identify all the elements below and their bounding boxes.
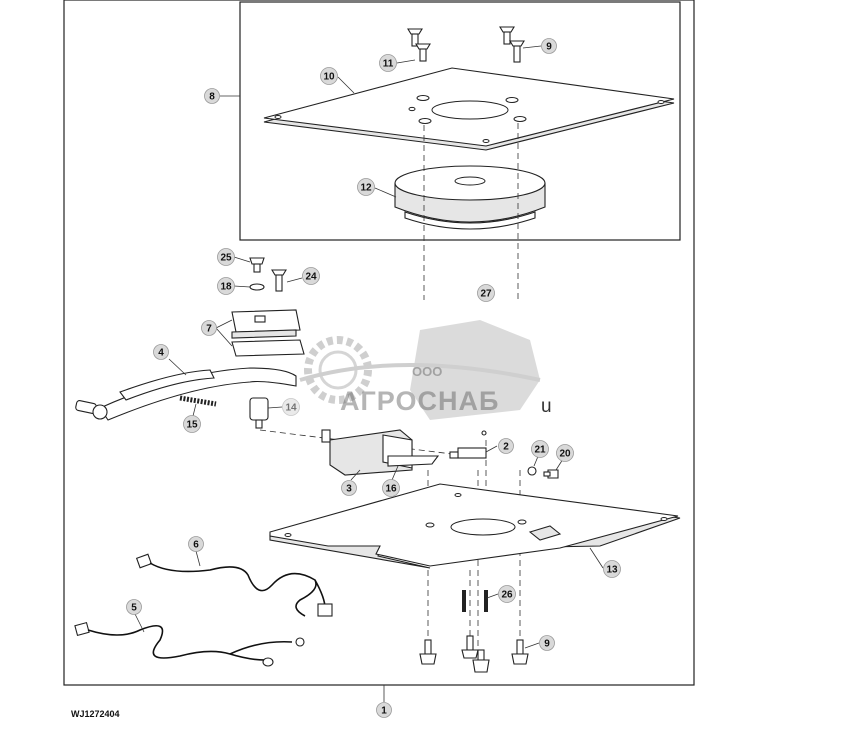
- callout-26: 26: [498, 585, 516, 603]
- spring-and-sensor: [179, 395, 269, 429]
- callout-label: 21: [534, 445, 546, 456]
- callout-8: 8: [204, 88, 220, 104]
- top-screws: [407, 26, 525, 63]
- callout-label: 7: [206, 324, 212, 335]
- callout-label: 20: [559, 449, 571, 460]
- callout-label: 1: [381, 706, 387, 717]
- callout-label: 5: [131, 603, 137, 614]
- callout-15: 15: [183, 415, 201, 433]
- callout-label: 4: [158, 348, 164, 359]
- callout-12: 12: [357, 178, 375, 196]
- control-lever: [75, 367, 297, 421]
- switch-housing: [321, 429, 440, 476]
- callout-label: 24: [305, 272, 317, 283]
- swivel-bearing: [394, 165, 546, 230]
- callout-9-bottom: 9: [539, 635, 555, 651]
- watermark-brand: АГРОСНАБ: [340, 386, 500, 416]
- callout-label: 6: [193, 540, 199, 551]
- nut-and-bolt-right: [527, 466, 559, 479]
- callout-2: 2: [498, 438, 514, 454]
- leader-lines: [134, 45, 604, 702]
- small-fasteners-left: [249, 257, 287, 292]
- callout-16: 16: [382, 479, 400, 497]
- callout-25: 25: [217, 248, 235, 266]
- wiring-harness-upper: [135, 553, 333, 647]
- callout-label: 16: [385, 484, 397, 495]
- callout-label: 9: [544, 639, 550, 650]
- upper-plate: [263, 67, 675, 151]
- assembly-frame: [63, 0, 695, 686]
- callout-label: 25: [220, 253, 232, 264]
- figure-code: WJ1272404: [71, 709, 120, 719]
- kit-frame: [239, 1, 681, 241]
- callout-11: 11: [379, 54, 397, 72]
- callout-4: 4: [153, 344, 169, 360]
- callout-label: 12: [360, 183, 372, 194]
- callout-7: 7: [201, 320, 217, 336]
- bracket-set: [231, 309, 305, 357]
- callout-18: 18: [217, 277, 235, 295]
- callout-label: 8: [209, 92, 215, 103]
- micro-switch: [449, 430, 487, 459]
- callout-13: 13: [603, 560, 621, 578]
- callout-label: 3: [346, 484, 352, 495]
- callout-6: 6: [188, 536, 204, 552]
- callout-label: 10: [323, 72, 335, 83]
- watermark-logo: [299, 320, 541, 420]
- callout-14: 14: [282, 398, 300, 416]
- callout-3: 3: [341, 480, 357, 496]
- callout-10: 10: [320, 67, 338, 85]
- bottom-screws: [419, 590, 529, 673]
- callout-label: 18: [220, 282, 232, 293]
- callout-27: 27: [477, 284, 495, 302]
- watermark-prefix: ООО: [412, 364, 443, 379]
- callout-label: 11: [383, 59, 394, 70]
- callout-1: 1: [376, 702, 392, 718]
- callout-label: 9: [546, 42, 552, 53]
- watermark-suffix: u: [541, 396, 552, 417]
- callout-9-top: 9: [541, 38, 557, 54]
- callout-24: 24: [302, 267, 320, 285]
- callout-label: 13: [606, 565, 618, 576]
- callout-20: 20: [556, 444, 574, 462]
- callout-21: 21: [531, 440, 549, 458]
- callout-label: 14: [285, 403, 297, 414]
- callout-label: 27: [480, 289, 492, 300]
- wiring-harness-lower: [74, 621, 293, 667]
- callout-label: 15: [186, 420, 198, 431]
- lower-plate: [269, 483, 681, 569]
- callout-label: 26: [501, 590, 513, 601]
- callout-label: 2: [503, 442, 509, 453]
- callout-5: 5: [126, 599, 142, 615]
